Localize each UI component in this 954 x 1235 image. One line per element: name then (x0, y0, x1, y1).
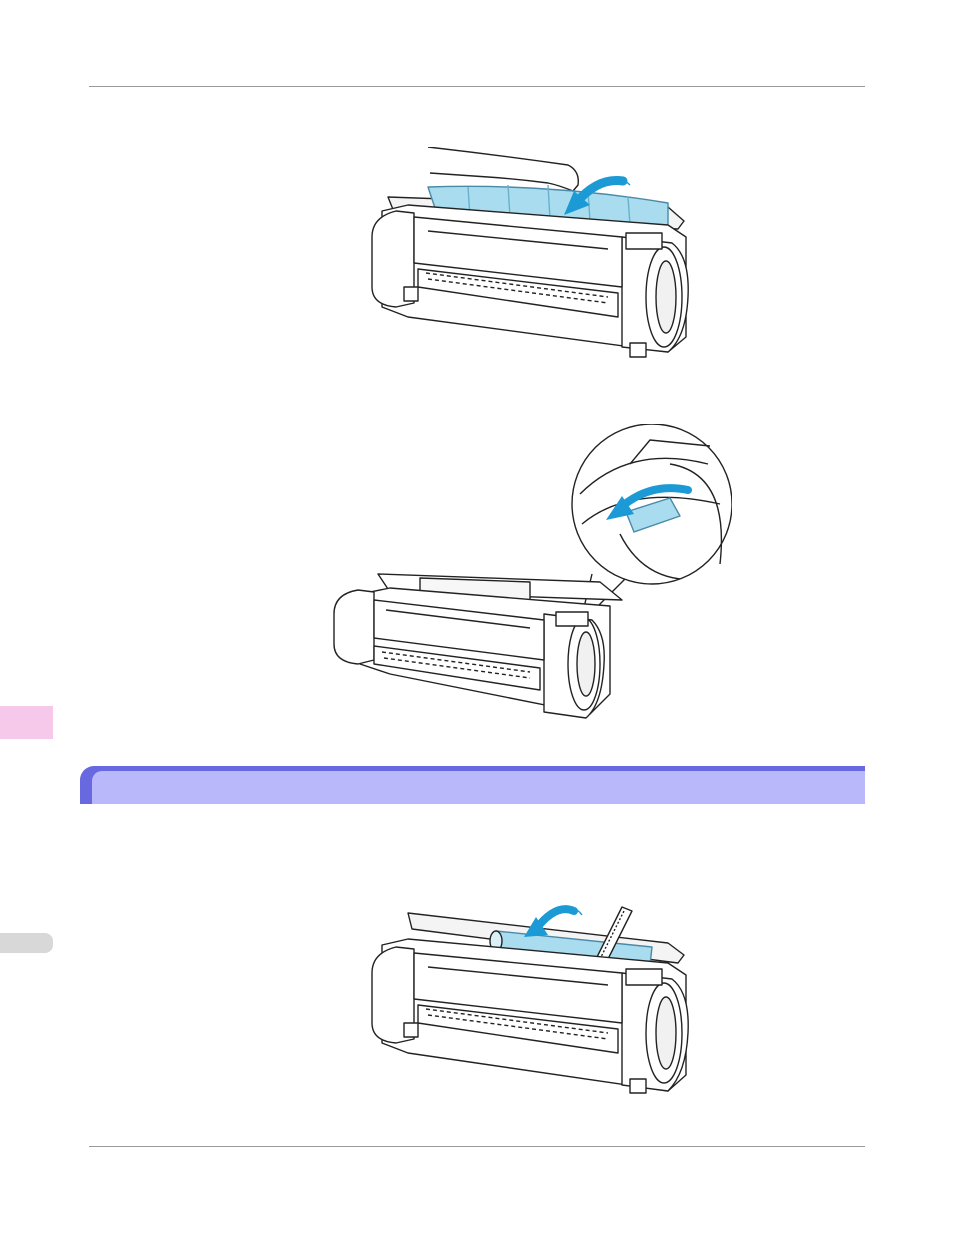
section-heading-bar (80, 766, 865, 804)
printer-roll-holder-illustration (368, 893, 692, 1096)
index-side-tab (0, 933, 53, 953)
chapter-side-tab (0, 706, 53, 739)
header-rule (89, 86, 865, 87)
figure-printer-lever-detail (330, 424, 732, 724)
printer-lever-detail-illustration (330, 424, 732, 724)
section-heading-inner (92, 771, 865, 804)
footer-rule (89, 1146, 865, 1147)
figure-printer-top-cover (368, 147, 692, 360)
printer-top-cover-close-illustration (368, 147, 692, 360)
figure-printer-roll-holder (368, 893, 692, 1096)
